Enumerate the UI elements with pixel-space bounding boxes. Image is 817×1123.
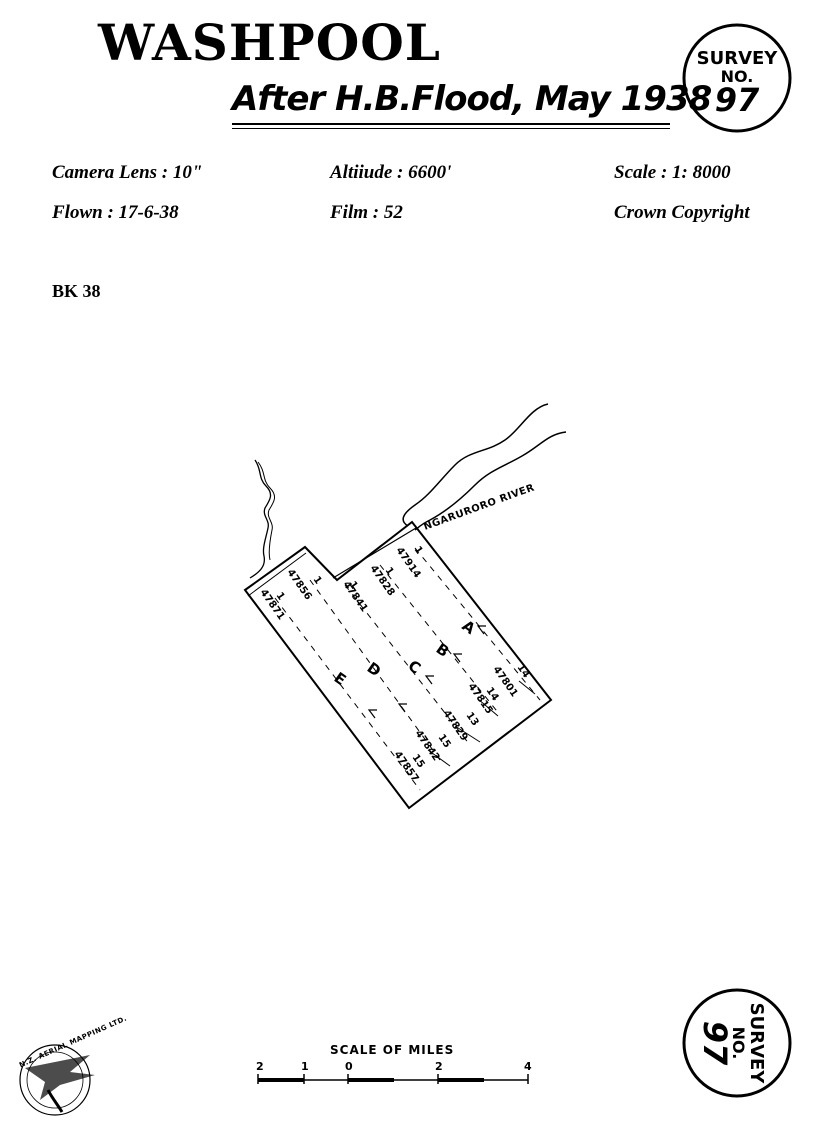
river-line-bank — [414, 431, 567, 531]
subtitle-underline-2 — [232, 128, 670, 129]
scale-bar-label: SCALE OF MILES — [330, 1043, 455, 1057]
flight-run-d — [309, 579, 441, 761]
coverage-boundary — [243, 520, 553, 810]
reference-code: BK 38 — [52, 281, 101, 301]
film-text: Film : 52 — [330, 202, 403, 223]
flight-run-a — [414, 547, 541, 701]
stream-line-2 — [257, 461, 276, 561]
scale-text: Scale : 1: 8000 — [614, 162, 731, 183]
coverage-top-edge — [332, 527, 417, 579]
flight-run-e — [274, 597, 421, 791]
scale-tick-label: 2 — [435, 1060, 443, 1073]
altitude-text: Altiiude : 6600' — [330, 162, 452, 183]
map-subtitle: After H.B.Flood, May 1938 — [232, 79, 712, 119]
camera-lens-text: Camera Lens : 10" — [52, 162, 203, 183]
scale-tick-label: 1 — [301, 1060, 309, 1073]
flight-run-c — [344, 584, 471, 746]
river-line — [402, 403, 549, 527]
stream-line — [249, 459, 272, 579]
subtitle-underline — [232, 123, 670, 125]
scale-tick-label: 4 — [524, 1060, 532, 1073]
coverage-inner-edge — [247, 552, 307, 597]
scale-tick-label: 0 — [345, 1060, 353, 1073]
flown-date-text: Flown : 17-6-38 — [52, 202, 179, 223]
run-a-arrow-icon — [476, 625, 486, 635]
run-c-arrow-icon — [424, 675, 434, 685]
run-d-arrow-icon — [397, 703, 407, 713]
run-b-arrow-icon — [452, 653, 462, 663]
map-title: WASHPOOL — [98, 13, 441, 72]
scale-tick-label: 2 — [256, 1060, 264, 1073]
copyright-text: Crown Copyright — [614, 202, 750, 223]
flight-run-b — [379, 564, 501, 716]
run-e-arrow-icon — [367, 709, 377, 719]
